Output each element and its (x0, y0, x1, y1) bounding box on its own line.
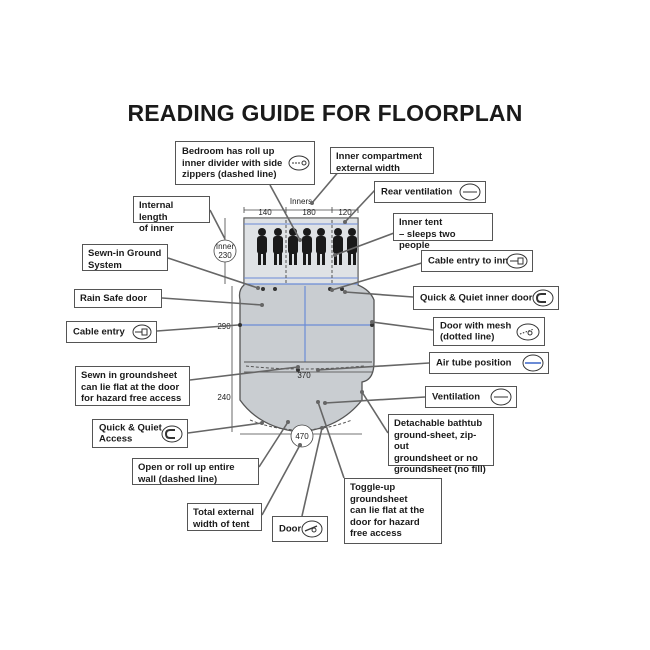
callout-door: Door (272, 516, 328, 542)
callout-text: Detachable bathtub ground-sheet, zip-out… (394, 418, 486, 475)
callout-text: Cable entry to inn (428, 255, 509, 267)
callout-text: Ventilation (432, 391, 481, 403)
callout-text: Bedroom has roll up inner divider with s… (182, 145, 283, 180)
total-width-value: 470 (295, 432, 309, 441)
inner-width-1: 140 (258, 208, 272, 217)
callout-sewn-ground-system: Sewn-in Ground System (82, 244, 168, 271)
callout-text: Open or roll up entire wall (dashed line… (138, 462, 235, 485)
page-title: READING GUIDE FOR FLOORPLAN (127, 100, 523, 126)
callout-internal-length: Internal length of inner (133, 196, 210, 234)
callout-text: Sewn in groundsheet can lie flat at the … (81, 370, 182, 404)
door-zip-icon (301, 520, 323, 538)
vent-icon (459, 183, 481, 201)
callout-text: Quick & Quiet inner doors (420, 292, 538, 304)
callout-text: Cable entry (73, 326, 125, 338)
callout-bedroom-divider: Bedroom has roll up inner divider with s… (175, 141, 315, 185)
inners-dim-label: Inners (290, 197, 312, 206)
magnet-icon (161, 425, 183, 442)
callout-text: Inner tent – sleeps two people (399, 217, 456, 251)
callout-text: Quick & Quiet Access (99, 422, 162, 445)
callout-text: Internal length of inner (139, 200, 174, 234)
inner-length-label: Inner (216, 242, 235, 251)
callout-rear-ventilation: Rear ventilation (374, 181, 486, 203)
callout-text: Air tube position (436, 357, 512, 369)
callout-quick-quiet-inner-doors: Quick & Quiet inner doors (413, 286, 559, 310)
vent-icon (490, 388, 512, 406)
callout-detachable-bathtub: Detachable bathtub ground-sheet, zip-out… (388, 414, 494, 475)
callout-ventilation: Ventilation (425, 386, 517, 408)
leader-lines (156, 169, 434, 517)
callout-text: Rear ventilation (381, 186, 453, 198)
callout-toggle-up-groundsheet: Toggle-up groundsheet can lie flat at th… (344, 478, 442, 544)
callout-text: Toggle-up groundsheet can lie flat at th… (350, 482, 425, 539)
callout-text: Rain Safe door (80, 293, 148, 304)
inner-width-2: 180 (302, 208, 316, 217)
cable-icon (132, 324, 152, 340)
callout-cable-entry-inn: Cable entry to inn (421, 250, 533, 272)
callout-cable-entry: Cable entry (66, 321, 157, 343)
sleeping-figures (257, 228, 357, 265)
magnet-icon (532, 289, 554, 307)
callout-text: Door with mesh (dotted line) (440, 320, 512, 343)
door-mesh-icon (516, 323, 540, 340)
air-tube-icon (522, 354, 544, 372)
callout-air-tube-position: Air tube position (429, 352, 549, 374)
callout-text: Inner compartment external width (336, 151, 423, 174)
width-mid-value: 370 (297, 371, 311, 380)
callout-sewn-groundsheet: Sewn in groundsheet can lie flat at the … (75, 366, 190, 406)
callout-rain-safe-door: Rain Safe door (74, 289, 162, 308)
inner-length-value: 230 (218, 251, 232, 260)
callout-text: Total external width of tent (193, 507, 255, 530)
inner-width-3: 120 (338, 208, 352, 217)
callout-total-external-width: Total external width of tent (187, 503, 262, 531)
callout-open-roll-up-wall: Open or roll up entire wall (dashed line… (132, 458, 259, 485)
callout-inner-tent: Inner tent – sleeps two people (393, 213, 493, 251)
callout-door-with-mesh: Door with mesh (dotted line) (433, 317, 545, 346)
callout-text: Sewn-in Ground System (88, 248, 162, 271)
cable-icon (506, 253, 528, 269)
callout-quick-quiet-access: Quick & Quiet Access (92, 419, 188, 448)
zipper-icon (288, 155, 310, 171)
callout-inner-compartment-width: Inner compartment external width (330, 147, 434, 174)
callout-text: Door (279, 523, 302, 535)
length-front-value: 240 (217, 393, 231, 402)
